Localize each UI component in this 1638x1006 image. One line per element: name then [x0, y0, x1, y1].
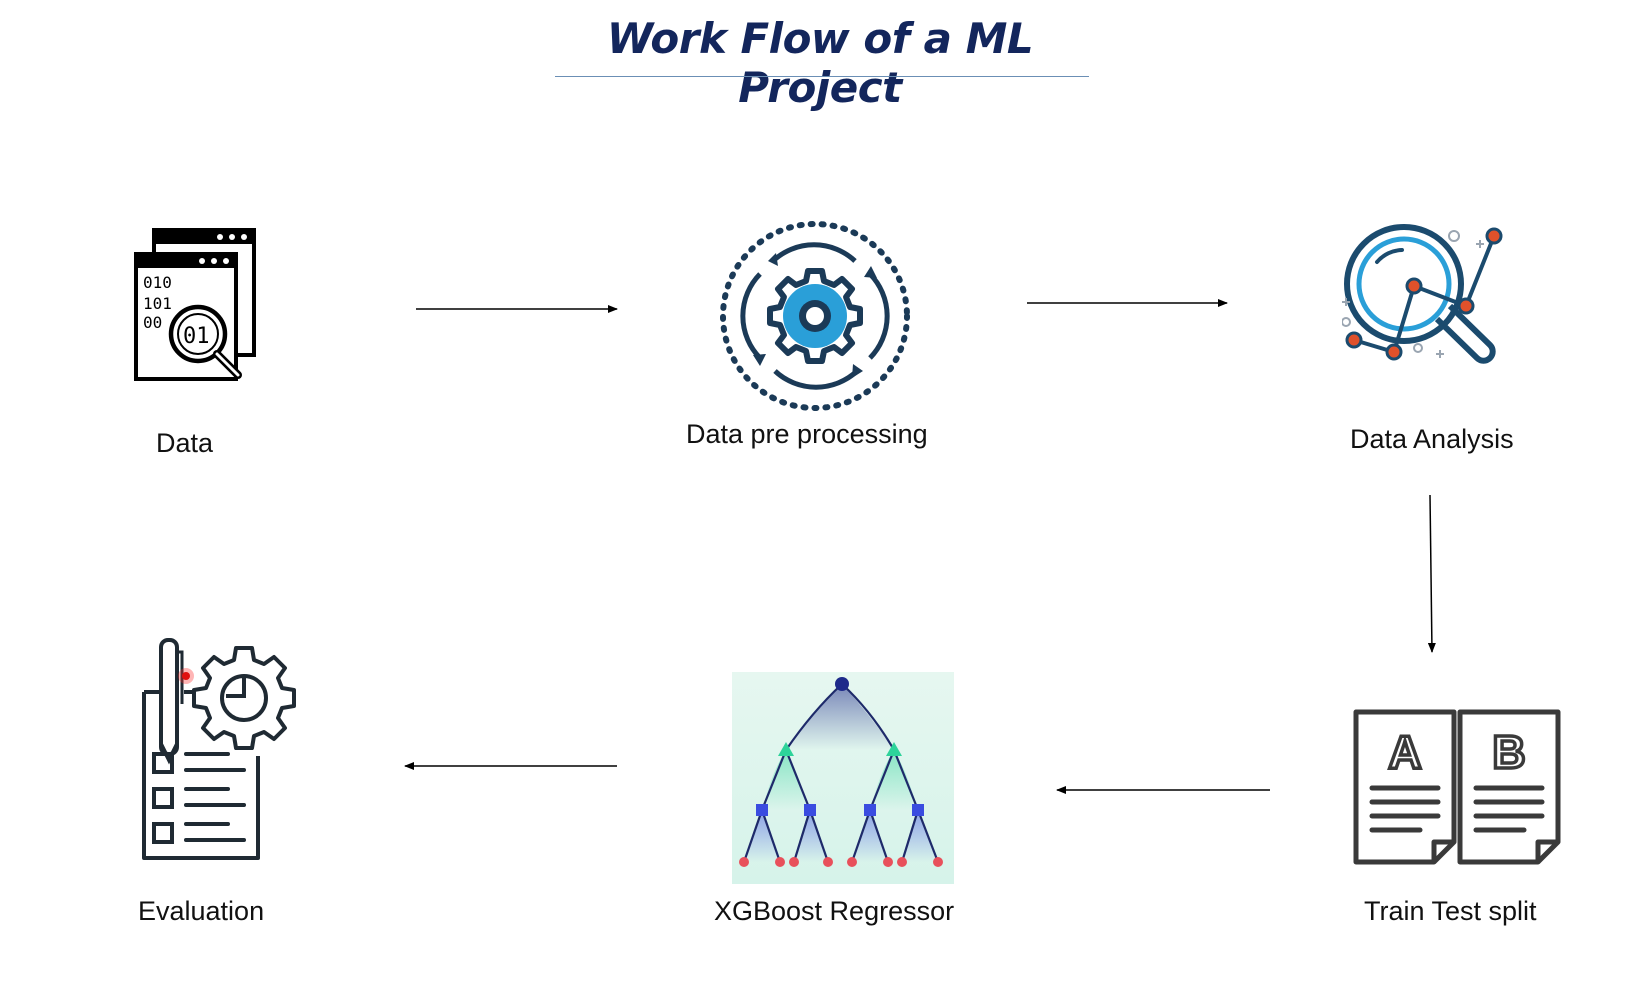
decision-tree-icon [732, 672, 954, 884]
checklist-gear-icon [142, 638, 296, 860]
title-underline [555, 76, 1089, 77]
arrow-analysis-to-split [1427, 494, 1436, 653]
step-label-evaluation: Evaluation [138, 896, 265, 926]
letter-a: A [1388, 726, 1421, 778]
page-title: Work Flow of a ML Project [606, 14, 1034, 112]
binary-data-magnifier-icon: 010 101 00 01 [134, 228, 256, 381]
analytics-magnifier-icon [1342, 224, 1503, 364]
step-label-xgboost-regressor: XGBoost Regressor [714, 896, 955, 926]
ab-documents-icon: A B [1353, 709, 1561, 865]
data-icon-text-1: 010 [143, 273, 172, 292]
gear-cycle-icon [720, 221, 910, 411]
letter-b: B [1492, 726, 1525, 778]
data-icon-text-2: 101 [143, 294, 172, 313]
step-label-data-pre-processing: Data pre processing [686, 419, 928, 449]
step-label-data-analysis: Data Analysis [1350, 424, 1514, 454]
step-label-train-test-split: Train Test split [1364, 896, 1537, 926]
data-icon-text-3: 00 [143, 313, 162, 332]
step-label-data: Data [156, 428, 214, 458]
data-icon-text-4: 01 [183, 324, 210, 349]
